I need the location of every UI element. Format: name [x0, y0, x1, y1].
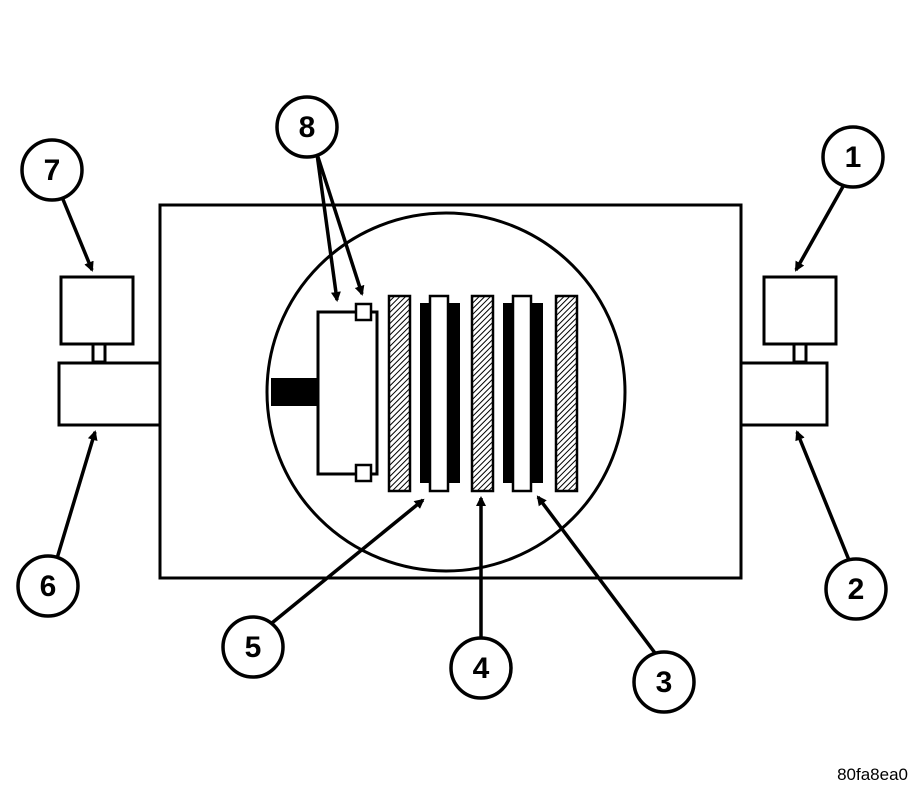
lower-clip [354, 463, 373, 483]
callout-7-number: 7 [44, 154, 61, 187]
callout-6: 6 [16, 554, 80, 618]
callout-1: 1 [821, 125, 885, 189]
callout-5: 5 [221, 615, 285, 679]
callout-4: 4 [449, 636, 513, 700]
right-mount [739, 275, 838, 427]
callout-8-number: 8 [299, 111, 316, 144]
steel-plate-2 [503, 294, 543, 493]
steel-plate-1 [420, 294, 460, 493]
right-lower-block [739, 361, 829, 427]
shaft-stub [271, 378, 319, 406]
friction-disc-1 [387, 294, 412, 493]
leader-8a [315, 153, 341, 302]
leader-2 [795, 430, 855, 571]
left-upper-block [59, 275, 135, 346]
leader-lines [53, 153, 855, 667]
callout-3: 3 [632, 650, 696, 714]
leader-6 [53, 430, 98, 566]
callout-8: 8 [275, 95, 339, 159]
image-code-label: 80fa8ea0 [837, 765, 908, 784]
left-lower-block [57, 361, 162, 427]
callout-7: 7 [20, 138, 84, 202]
callout-2: 2 [824, 557, 888, 621]
callout-1-number: 1 [845, 141, 862, 174]
leader-8b [315, 153, 365, 296]
callout-2-number: 2 [848, 573, 865, 606]
friction-disc-2 [470, 294, 495, 493]
upper-clip [354, 302, 373, 322]
right-connector-stud [792, 342, 808, 364]
leader-3 [536, 495, 666, 667]
right-upper-block [762, 275, 838, 346]
left-connector-stud [91, 342, 107, 364]
callout-3-number: 3 [656, 666, 673, 699]
leader-1 [794, 182, 847, 272]
callout-6-number: 6 [40, 570, 57, 603]
leader-5 [265, 498, 425, 629]
friction-disc-3 [554, 294, 579, 493]
leader-7 [60, 196, 94, 272]
callout-4-number: 4 [473, 652, 490, 685]
central-circle [265, 211, 627, 573]
pressure-plate [316, 310, 379, 476]
callout-5-number: 5 [245, 631, 262, 664]
left-mount [57, 275, 162, 427]
